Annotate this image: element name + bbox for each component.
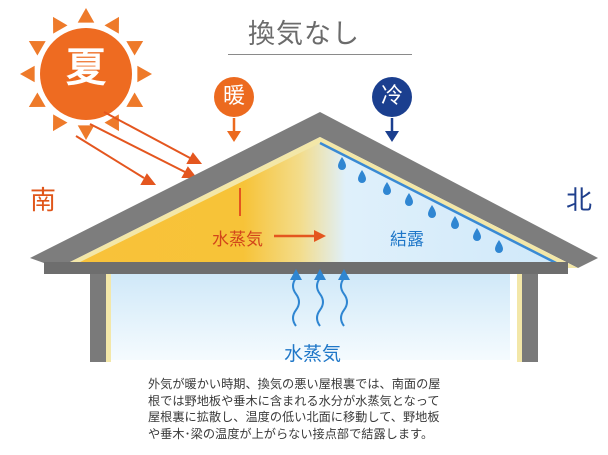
description: 外気が暖かい時期、換気の悪い屋根裏では、南面の屋 根では野地板や垂木に含まれる水… bbox=[148, 376, 508, 442]
description-line: 根では野地板や垂木に含まれる水分が水蒸気となって bbox=[148, 393, 440, 408]
description-line: 屋根裏に拡散し、温度の低い北面に移動して、野地板 bbox=[148, 410, 440, 425]
sun-ray bbox=[28, 41, 46, 56]
description-line: 外気が暖かい時期、換気の悪い屋根裏では、南面の屋 bbox=[148, 377, 441, 391]
sun-ray bbox=[28, 92, 46, 107]
roof bbox=[30, 112, 598, 268]
condensation-film bbox=[319, 141, 563, 268]
title-underline bbox=[228, 54, 412, 55]
south-label: 南 bbox=[30, 186, 57, 216]
attic-vapor-label: 水蒸気 bbox=[212, 230, 263, 250]
attic-space bbox=[70, 140, 570, 266]
room-interior bbox=[106, 274, 510, 360]
sun-ray bbox=[126, 41, 144, 56]
water-drop-icon bbox=[338, 157, 503, 253]
summer-label: 夏 bbox=[66, 45, 106, 91]
cold-label: 冷 bbox=[380, 84, 403, 109]
cold-arrow-icon bbox=[372, 77, 412, 142]
warm-label: 暖 bbox=[222, 84, 245, 109]
diagram-title: 換気なし bbox=[248, 19, 360, 50]
rising-vapor-arrowheads bbox=[290, 269, 350, 280]
sun-ray bbox=[137, 65, 152, 83]
sun-ray bbox=[20, 65, 35, 83]
rising-vapor-icon bbox=[292, 277, 348, 327]
sun-ray bbox=[126, 92, 144, 107]
sun-ray bbox=[53, 16, 68, 34]
north-label: 北 bbox=[566, 186, 593, 216]
description-line: や垂木･梁の温度が上がらない接点部で結露します。 bbox=[148, 426, 434, 441]
sun-ray bbox=[53, 114, 68, 132]
sunlight-arrows bbox=[75, 111, 203, 185]
right-wall bbox=[522, 274, 538, 362]
condensation-label: 結露 bbox=[390, 230, 424, 250]
airflow-arrow-icon bbox=[274, 230, 326, 242]
sun-ray bbox=[77, 125, 95, 140]
sun-ray bbox=[104, 16, 119, 34]
left-wall bbox=[90, 274, 106, 362]
sun-ray bbox=[77, 8, 95, 23]
sun-icon bbox=[20, 8, 152, 140]
room-vapor-label: 水蒸気 bbox=[284, 343, 342, 365]
ceiling-beam bbox=[44, 262, 568, 274]
right-wall-inner bbox=[517, 274, 522, 362]
heat-arrow-icon bbox=[214, 77, 254, 142]
left-wall-inner bbox=[106, 274, 111, 362]
